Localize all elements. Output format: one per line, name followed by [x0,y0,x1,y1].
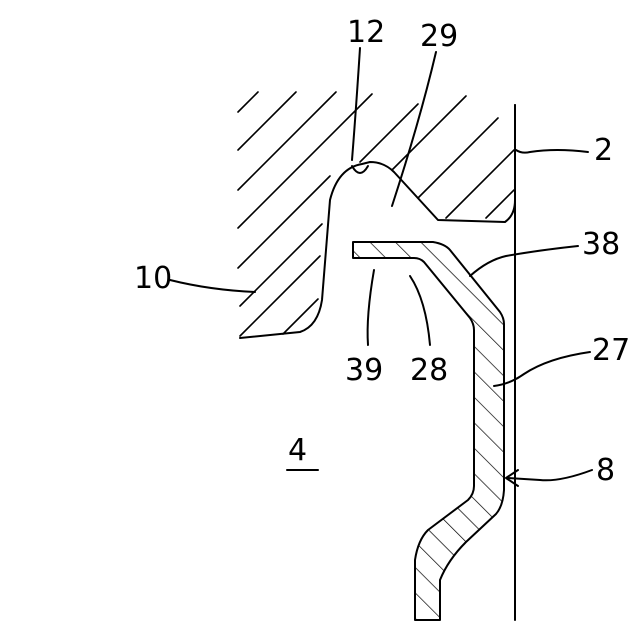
label-28: 28 [410,353,448,388]
leader-29 [392,52,436,206]
leader-38 [470,246,578,276]
seal-body [353,242,504,620]
leader-28 [410,276,430,345]
label-2: 2 [594,133,613,168]
leader-8 [508,470,592,480]
label-38: 38 [582,227,620,262]
leader-2 [516,150,588,153]
leader-39 [368,270,374,345]
leader-10 [170,280,255,292]
leader-27 [494,352,590,386]
leader-12 [352,48,360,160]
leader-lines [170,48,592,486]
label-12: 12 [347,15,385,50]
label-10: 10 [134,261,172,296]
label-27: 27 [592,333,630,368]
label-4: 4 [288,433,307,468]
label-29: 29 [420,19,458,54]
label-39: 39 [345,353,383,388]
seal-part-27 [353,242,504,620]
label-8: 8 [596,453,615,488]
